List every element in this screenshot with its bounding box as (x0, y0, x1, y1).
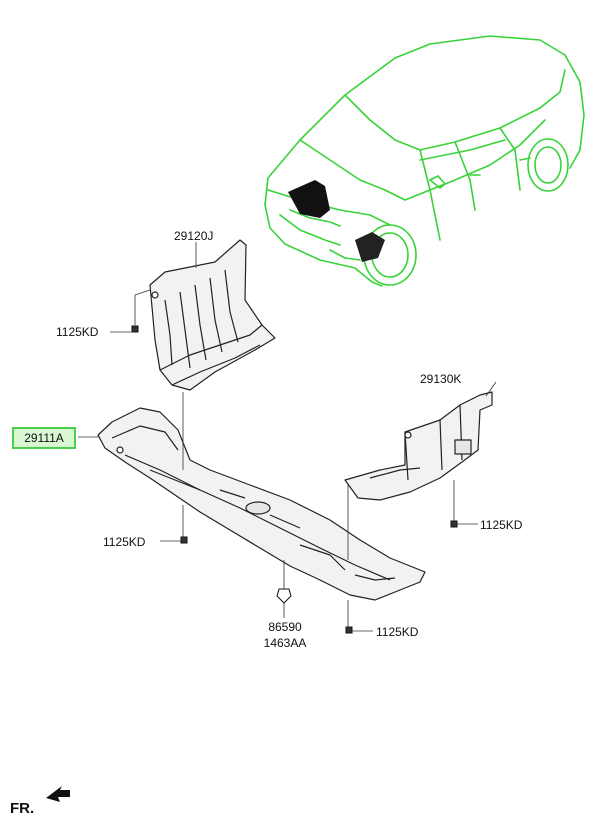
bolt-icon (180, 536, 188, 544)
clip-icon (276, 588, 292, 604)
part-label-clip-a[interactable]: 86590 (268, 620, 302, 634)
bolt-icon (345, 626, 353, 634)
leader-lines (78, 242, 497, 632)
part-label-clip-b[interactable]: 1463AA (263, 636, 307, 650)
right-cover-part (344, 391, 493, 501)
part-label-bolt-upper[interactable]: 1125KD (56, 325, 99, 339)
part-label-bolt-right[interactable]: 1125KD (480, 518, 523, 532)
main-undercover-part (97, 407, 426, 601)
part-label-bolt-left[interactable]: 1125KD (103, 535, 146, 549)
front-direction-label: FR. (10, 800, 35, 817)
front-direction-arrow-icon (46, 786, 70, 802)
upper-cover-part (149, 239, 276, 391)
bolt-icons (131, 325, 458, 634)
part-label-upper-cover[interactable]: 29120J (174, 229, 214, 243)
bolt-icon (450, 520, 458, 528)
bolt-icon (131, 325, 139, 333)
vehicle-illustration (264, 35, 585, 287)
part-label-right-cover[interactable]: 29130K (420, 372, 462, 386)
vehicle-undercover-area (355, 232, 385, 262)
part-label-highlighted[interactable]: 29111A (12, 427, 76, 449)
part-label-bolt-bottom[interactable]: 1125KD (376, 625, 419, 639)
vehicle-highlight-area (288, 180, 330, 218)
